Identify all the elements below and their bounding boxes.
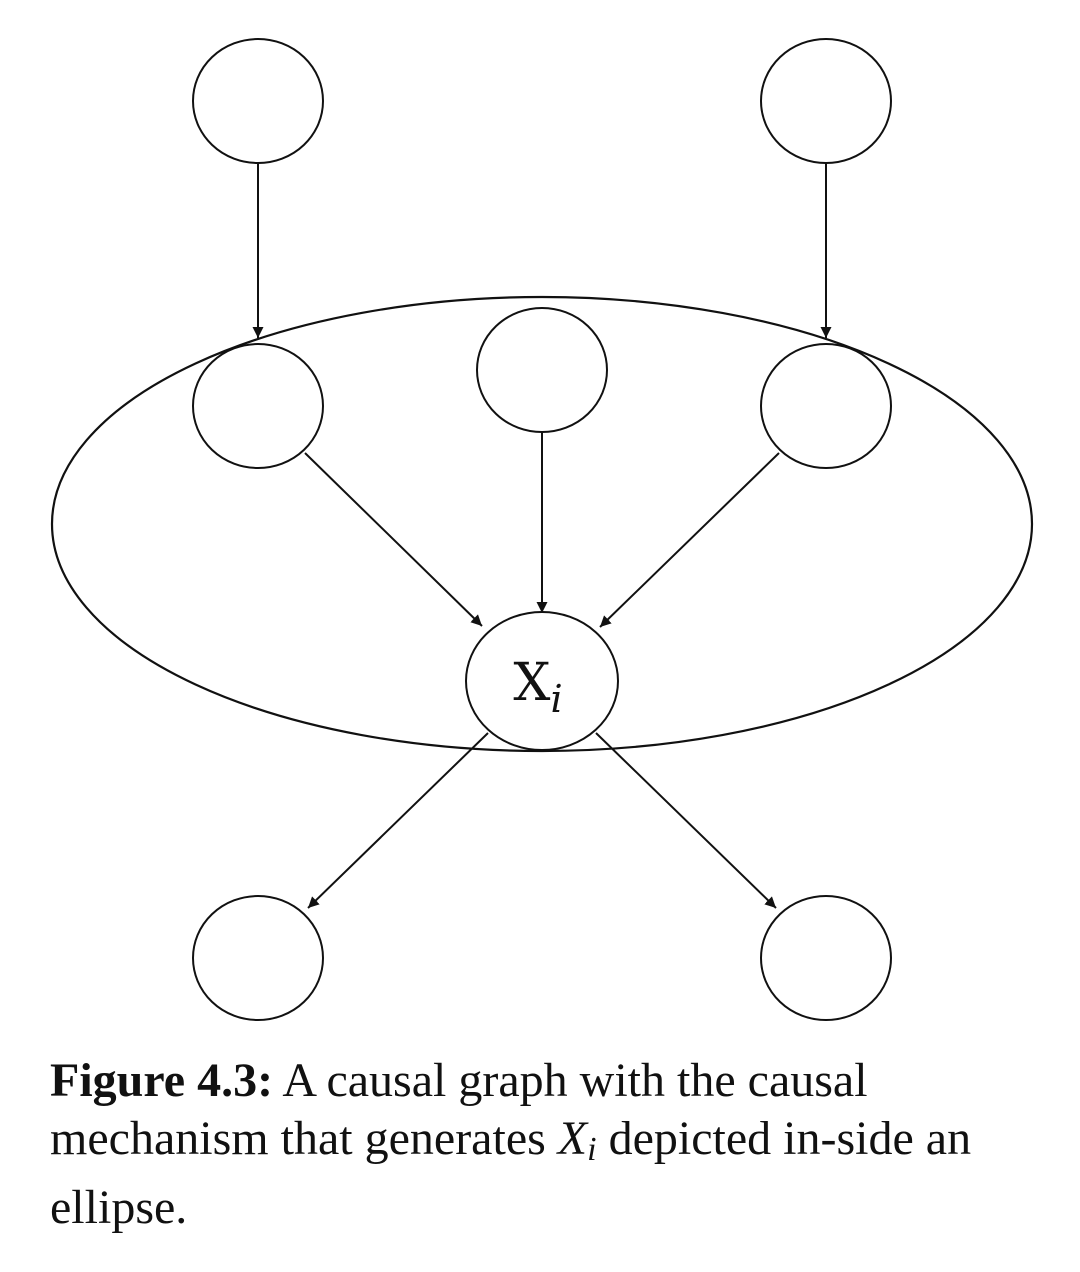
edge-parent-left-to-xi [304,452,483,627]
edge-xi-to-child-right [595,732,777,909]
node-child-left [192,895,324,1021]
figure-caption: Figure 4.3: A causal graph with the caus… [50,1052,1030,1237]
caption-text-before: A causal graph with the causal mechanism… [50,1054,868,1165]
node-xi [465,611,619,751]
node-parent-middle [476,307,608,433]
edge-parent-right-to-xi [599,452,780,628]
node-parent-right [760,343,892,469]
node-parent-right-ancestor [760,38,892,164]
figure-label: Figure 4.3: [50,1054,274,1107]
node-parent-left [192,343,324,469]
node-xi-label-sub: i [550,677,562,721]
causal-graph-diagram: Xi [50,38,1034,1021]
node-xi-label: Xi [513,653,562,721]
node-parent-left-ancestor [192,38,324,164]
caption-variable-base: X [557,1112,588,1165]
caption-variable-sub: i [587,1131,597,1168]
node-child-right [760,895,892,1021]
node-xi-label-base: X [513,653,550,713]
edge-xi-to-child-left [307,732,489,909]
caption-text-after: depicted in-side an ellipse. [50,1112,972,1234]
